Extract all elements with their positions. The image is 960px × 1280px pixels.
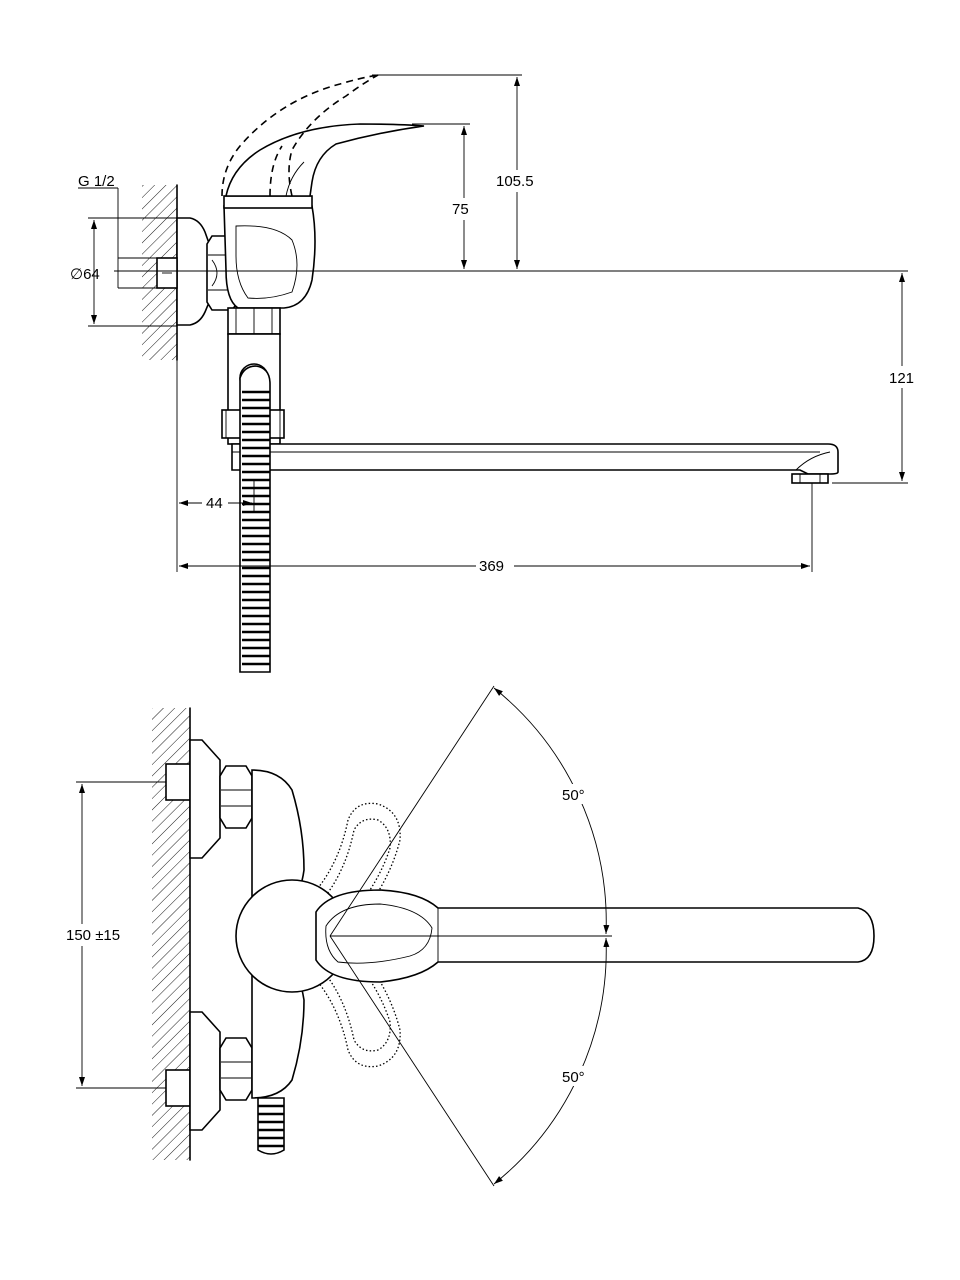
angle-upper-label: 50° xyxy=(562,787,585,804)
lower-eccentric xyxy=(165,1011,253,1131)
spout-reach-label: 369 xyxy=(479,558,504,575)
upper-eccentric xyxy=(165,739,253,859)
wall-offset-label: 44 xyxy=(206,495,223,512)
hose-top xyxy=(257,1097,285,1155)
dim-lever-height: 75 xyxy=(412,123,476,269)
angle-lower-label: 50° xyxy=(562,1069,585,1086)
center-distance-label: 150 ±15 xyxy=(66,927,120,944)
side-view: G 1/2 ∅64 121 75 105. xyxy=(70,74,918,673)
dim-diameter: ∅64 xyxy=(70,217,177,327)
shower-hose xyxy=(239,365,271,673)
dim-angle: 50° 50° xyxy=(329,685,612,1187)
lever-raised-outline xyxy=(221,74,379,197)
thread-label: G 1/2 xyxy=(78,173,115,190)
top-view: 150 ±15 50° 50° xyxy=(62,685,875,1187)
dim-spout-reach: 369 xyxy=(179,483,813,576)
dim-center-distance: 150 ±15 xyxy=(62,781,166,1089)
dim-spout-drop: 121 xyxy=(114,270,918,484)
lever-height-label: 75 xyxy=(452,201,469,218)
mixer-body xyxy=(223,195,316,309)
diameter-label: ∅64 xyxy=(70,266,100,283)
dim-wall-offset: 44 xyxy=(176,360,255,572)
lower-nut xyxy=(227,307,281,335)
spout-drop-label: 121 xyxy=(889,370,914,387)
spout xyxy=(231,443,839,484)
dim-lever-raised: 105.5 xyxy=(372,74,540,269)
lever-solid xyxy=(225,123,425,197)
lever-raised-label: 105.5 xyxy=(496,173,534,190)
